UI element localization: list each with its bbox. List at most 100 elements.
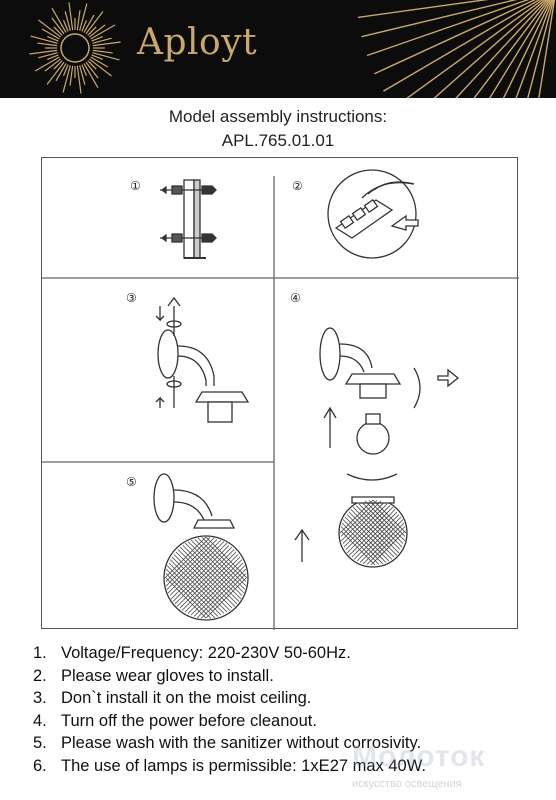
instructions-list: 1.Voltage/Frequency: 220-230V 50-60Hz. 2… bbox=[33, 642, 426, 778]
globe-mesh-line bbox=[165, 568, 216, 619]
sun-ray bbox=[502, 0, 552, 98]
globe-mesh-line bbox=[165, 573, 212, 619]
sun-ray bbox=[55, 63, 67, 82]
sun-ray bbox=[366, 0, 530, 57]
globe-mesh-line bbox=[181, 554, 239, 611]
sun-ray bbox=[92, 52, 120, 61]
sun-ray bbox=[29, 49, 58, 55]
panel-number-5: ⑤ bbox=[126, 475, 137, 489]
sun-ray bbox=[53, 60, 63, 70]
sun-ray bbox=[83, 14, 95, 33]
instruction-item: 1.Voltage/Frequency: 220-230V 50-60Hz. bbox=[33, 642, 426, 665]
globe-mesh-line bbox=[172, 545, 230, 602]
instruction-text: Please wash with the sanitizer without c… bbox=[61, 734, 422, 753]
sun-ray bbox=[515, 0, 554, 98]
globe-mesh-line bbox=[342, 519, 387, 563]
globe-mesh-line bbox=[361, 502, 404, 544]
instruction-item: 6. The use of lamps is permissible: 1xE27… bbox=[33, 755, 426, 778]
sun-ray bbox=[383, 0, 541, 92]
instruction-item: 4. Turn off the power before cleanout. bbox=[33, 710, 426, 733]
sun-ray bbox=[455, 0, 548, 98]
terminal-block-illustration bbox=[327, 169, 419, 259]
sun-ray bbox=[76, 10, 81, 31]
globe-mesh-line bbox=[166, 565, 219, 617]
instruction-text: The use of lamps is permissible: 1xE27 m… bbox=[61, 756, 426, 775]
globe-mesh-line bbox=[173, 554, 231, 611]
sunburst-logo-icon bbox=[29, 0, 556, 98]
panel-number-4: ④ bbox=[290, 291, 301, 305]
sun-ray bbox=[62, 64, 69, 76]
sun-ray bbox=[53, 26, 63, 36]
instruction-item: 5. Please wash with the sanitizer without… bbox=[33, 732, 426, 755]
panel-number-1: ① bbox=[130, 179, 141, 193]
sun-ray bbox=[433, 0, 546, 98]
sun-ray bbox=[92, 37, 112, 44]
globe-mesh-line bbox=[196, 568, 247, 619]
assembly-diagram-drawing: ① ② ③ ④ ⑤ bbox=[42, 169, 519, 630]
globe-mesh-line bbox=[166, 539, 218, 590]
sun-ray bbox=[361, 0, 518, 38]
instruction-text: Turn off the power before cleanout. bbox=[61, 711, 317, 730]
sun-ray bbox=[38, 52, 58, 59]
globe-mesh-line bbox=[358, 503, 403, 548]
instruction-number: 5. bbox=[33, 734, 47, 753]
sun-ray bbox=[62, 65, 71, 93]
globe-mesh-line bbox=[339, 499, 374, 534]
globe-mesh-line bbox=[340, 530, 376, 566]
sun-ray bbox=[90, 56, 109, 68]
instruction-text: Don`t install it on the moist ceiling. bbox=[61, 689, 312, 708]
globe-mesh-line bbox=[177, 549, 236, 607]
globe-mesh-line bbox=[171, 556, 228, 613]
sun-ray bbox=[64, 11, 71, 31]
watermark-text: Молоток bbox=[352, 740, 486, 773]
sun-ray bbox=[38, 19, 62, 38]
sun-ray bbox=[87, 60, 97, 70]
instruction-text: Voltage/Frequency: 220-230V 50-60Hz. bbox=[61, 644, 351, 662]
sun-ray bbox=[76, 65, 82, 94]
sun-ray bbox=[83, 63, 99, 89]
sun-ray bbox=[357, 0, 489, 19]
globe-mesh-line bbox=[179, 551, 237, 609]
globe-mesh-line bbox=[356, 516, 402, 562]
globe-mesh-line bbox=[350, 509, 398, 556]
brand-banner: Aployt bbox=[0, 0, 556, 98]
sun-ray bbox=[527, 0, 555, 98]
globe-mesh-line bbox=[205, 577, 247, 619]
instruction-number: 2. bbox=[33, 666, 47, 685]
sun-ray bbox=[68, 2, 74, 31]
sun-ray bbox=[47, 35, 59, 42]
sun-ray bbox=[88, 58, 112, 77]
globe-mesh-line bbox=[355, 505, 401, 550]
sun-ray bbox=[51, 17, 65, 35]
sun-ray bbox=[488, 0, 551, 98]
globe-mesh-line bbox=[193, 565, 246, 617]
model-number: APL.765.01.01 bbox=[221, 131, 335, 150]
instruction-text: Please wear gloves to install. bbox=[61, 666, 274, 685]
globe-mesh-line bbox=[340, 526, 380, 565]
sun-ray bbox=[85, 11, 104, 35]
sun-ray bbox=[62, 20, 69, 32]
globe-mesh-line bbox=[345, 505, 391, 550]
globe-mesh-line bbox=[372, 499, 407, 534]
globe-mesh-line bbox=[362, 522, 405, 565]
instruction-number: 6. bbox=[33, 756, 47, 775]
globe-mesh-line bbox=[184, 556, 241, 613]
sun-ray bbox=[91, 35, 103, 42]
instruction-item: 3.Don`t install it on the moist ceiling. bbox=[33, 687, 426, 710]
sun-ray bbox=[46, 61, 65, 85]
sun-ray bbox=[81, 20, 88, 32]
globe-mesh-line bbox=[340, 500, 382, 542]
globe-mesh-line bbox=[348, 509, 396, 556]
sun-ray bbox=[79, 65, 86, 85]
watermark-logo: Молоток искусство освещения bbox=[352, 738, 556, 800]
globe-mesh-line bbox=[341, 522, 384, 565]
brand-name: Aployt bbox=[137, 22, 258, 63]
wall-bracket-illustration bbox=[160, 179, 217, 259]
bulb-and-shade-illustration bbox=[294, 327, 460, 568]
globe-mesh-line bbox=[352, 506, 400, 554]
globe-mesh-line bbox=[344, 516, 390, 562]
globe-mesh-line bbox=[342, 502, 385, 544]
globe-mesh-line bbox=[175, 551, 233, 609]
sun-ray bbox=[69, 65, 74, 86]
instruction-number: 4. bbox=[33, 711, 47, 730]
